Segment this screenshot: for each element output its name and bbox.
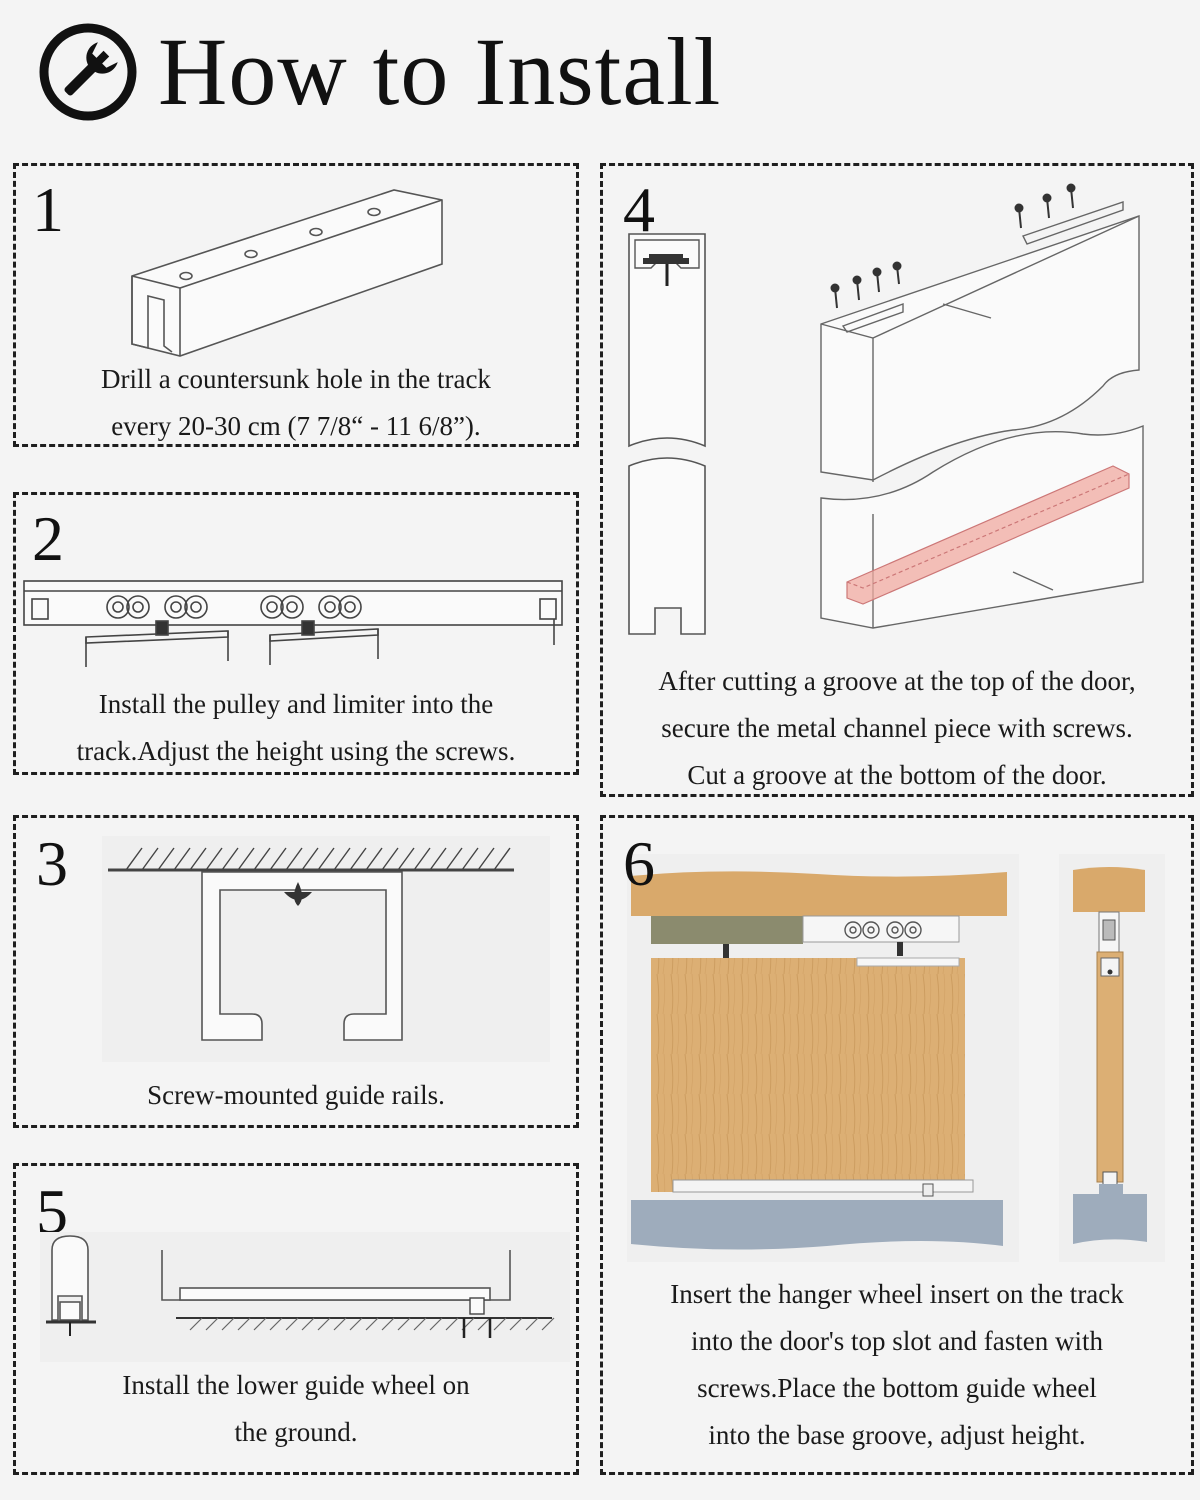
wheel-group [106,595,362,619]
caption-line: Drill a countersunk hole in the track [101,364,491,394]
caption-line: the ground. [234,1417,358,1447]
step-2-panel: 2 Install the [13,492,579,775]
step-1-panel: 1 Drill a countersunk hole in the track … [13,163,579,447]
floor-guide-illustration [40,1232,570,1362]
step-3-panel: 3 Screw-mounted guide rails. [13,815,579,1128]
page-title: How to Install [158,18,722,125]
step-5-panel: 5 Install the lower guide wheel on the g… [13,1163,579,1475]
step-caption: Screw-mounted guide rails. [16,1072,576,1119]
caption-line: Cut a groove at the bottom of the door. [687,760,1107,790]
step-caption: Drill a countersunk hole in the track ev… [16,356,576,450]
door-groove-3d-illustration [820,183,1144,629]
caption-line: into the door's top slot and fasten with [690,1326,1104,1356]
guide-rail-illustration [102,836,550,1062]
step-number: 4 [623,174,655,245]
door-groove-side-illustration [628,233,706,635]
page-header: How to Install [38,22,721,122]
caption-line: Install the lower guide wheel on [122,1370,470,1400]
step-caption: Insert the hanger wheel insert on the tr… [603,1271,1191,1459]
caption-line: Install the pulley and limiter into the [98,689,494,719]
step-number: 2 [32,503,64,574]
step-number: 3 [36,828,68,899]
door-assembly-side-illustration [1059,854,1165,1262]
step-number: 1 [32,174,64,245]
caption-line: Insert the hanger wheel insert on the tr… [670,1279,1124,1309]
caption-line: After cutting a groove at the top of the… [658,666,1136,696]
pulley-track-illustration [23,580,563,667]
caption-line: every 20-30 cm (7 7/8“ - 11 6/8”). [111,411,481,441]
caption-line: secure the metal channel piece with scre… [661,713,1133,743]
caption-line: track.Adjust the height using the screws… [76,736,516,766]
door-assembly-front-illustration [627,854,1019,1262]
wrench-icon [39,23,137,121]
caption-line: screws.Place the bottom guide wheel [697,1373,1097,1403]
step-caption: Install the lower guide wheel on the gro… [16,1362,576,1456]
step-6-panel: 6 [600,815,1194,1475]
track-drilling-illustration [131,189,443,357]
step-caption: Install the pulley and limiter into the … [16,681,576,775]
caption-line: Screw-mounted guide rails. [147,1080,445,1110]
caption-line: into the base groove, adjust height. [708,1420,1086,1450]
step-number: 6 [623,828,655,899]
step-4-panel: 4 [600,163,1194,797]
step-caption: After cutting a groove at the top of the… [603,658,1191,799]
